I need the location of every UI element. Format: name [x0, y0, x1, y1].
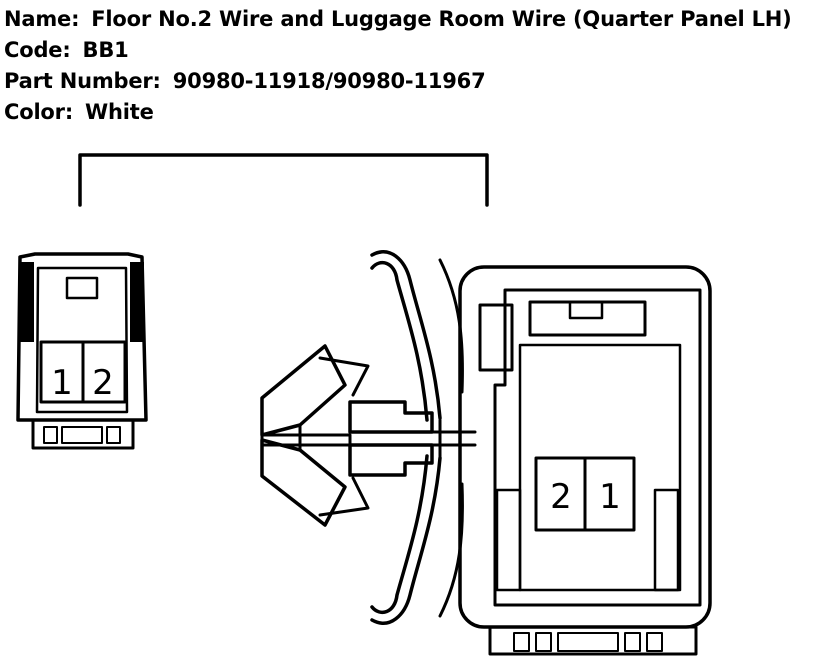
right-connector	[458, 265, 712, 656]
left-connector-rib-right	[130, 262, 144, 342]
right-pin-2: 2	[550, 477, 572, 517]
code-row: Code: BB1	[4, 35, 792, 66]
left-connector-body	[16, 252, 148, 422]
right-pin-1: 1	[599, 477, 621, 517]
right-connector-inner	[493, 288, 702, 607]
part-number-value: 90980-11918/90980-11967	[172, 69, 486, 93]
connector-info: Name: Floor No.2 Wire and Luggage Room Wi…	[4, 4, 792, 128]
part-number-row: Part Number: 90980-11918/90980-11967	[4, 66, 792, 97]
name-value: Floor No.2 Wire and Luggage Room Wire (Q…	[91, 7, 792, 31]
left-connector-inner	[35, 266, 129, 414]
code-value: BB1	[82, 38, 129, 62]
left-connector-rib-left	[20, 262, 34, 342]
left-connector-flange	[31, 418, 135, 450]
left-pin-2: 2	[92, 363, 114, 403]
right-connector-flange	[488, 625, 698, 656]
left-pin-1: 1	[51, 363, 73, 403]
name-row: Name: Floor No.2 Wire and Luggage Room Wi…	[4, 4, 792, 35]
retainer-clip	[260, 250, 477, 625]
pairing-bracket	[78, 153, 489, 207]
color-row: Color: White	[4, 97, 792, 128]
color-value: White	[85, 100, 154, 124]
name-label: Name:	[4, 7, 80, 31]
left-connector	[16, 252, 148, 450]
color-label: Color:	[4, 100, 74, 124]
left-connector-latch	[65, 276, 99, 300]
code-label: Code:	[4, 38, 71, 62]
part-number-label: Part Number:	[4, 69, 161, 93]
